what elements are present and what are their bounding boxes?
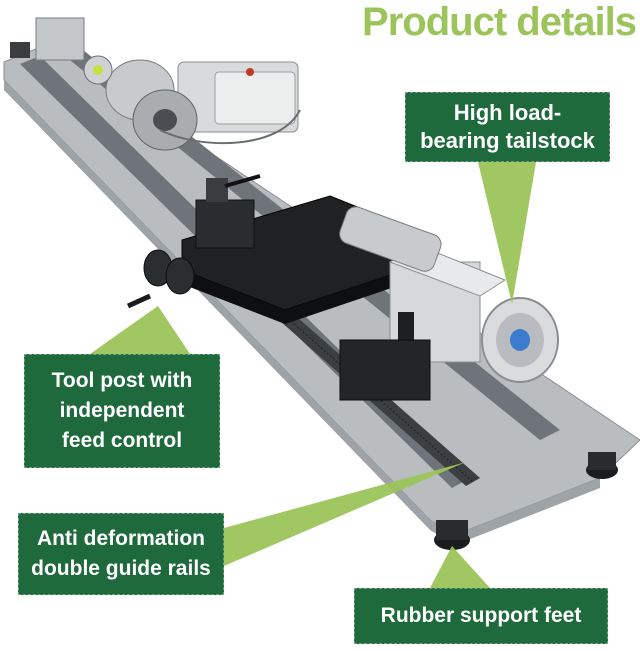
callout-tailstock-text: High load- bearing tailstock (420, 100, 595, 153)
pointer-tailstock (478, 162, 536, 304)
handwheel-right (165, 257, 195, 295)
tool-post (195, 199, 255, 249)
callout-support-feet-text: Rubber support feet (380, 604, 582, 627)
pointer-rails (224, 462, 466, 566)
callout-tool-post-text: Tool post with independent feed control (51, 369, 193, 452)
control-box (214, 71, 296, 125)
page-title: Product details (362, 0, 637, 44)
callout-tailstock: High load- bearing tailstock (405, 92, 610, 162)
callout-guide-rails: Anti deformation double guide rails (18, 513, 224, 595)
callout-support-feet: Rubber support feet (354, 588, 608, 644)
callout-tool-post: Tool post with independent feed control (24, 354, 220, 468)
rear-mount (35, 17, 85, 61)
pointer-feet (430, 546, 490, 588)
pointer-toolpost (90, 306, 190, 354)
callout-guide-rails-text: Anti deformation double guide rails (31, 527, 211, 580)
